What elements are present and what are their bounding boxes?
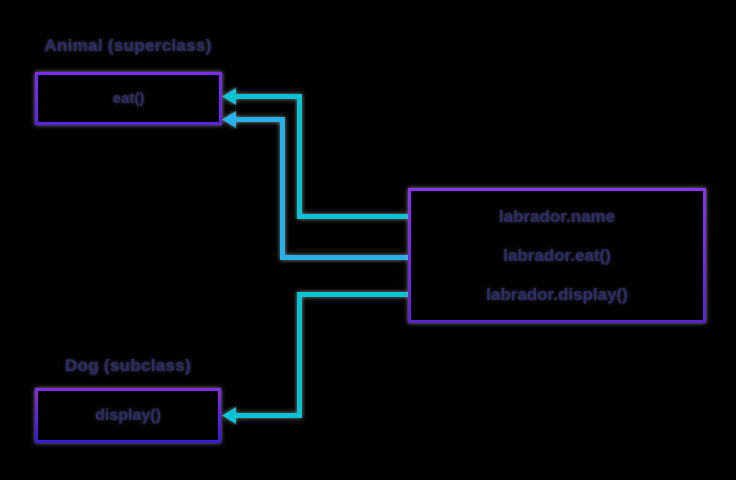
arrow-left-icon [222, 407, 236, 424]
connector-segment [297, 292, 302, 418]
subclass-label: Dog (subclass) [64, 356, 192, 375]
subclass-member: display() [95, 406, 161, 424]
connector-segment [297, 94, 302, 218]
connector-segment [280, 255, 408, 260]
connector-segment [297, 214, 408, 219]
code-line-display: labrador.display() [486, 285, 628, 304]
connector-segment [234, 413, 302, 418]
connector-segment [297, 292, 408, 297]
main-code-box: labrador.name labrador.eat() labrador.di… [408, 188, 706, 323]
superclass-label: Animal (superclass) [44, 36, 212, 55]
superclass-member: eat() [112, 90, 145, 107]
subclass-box: display() [35, 388, 221, 443]
arrow-left-icon [222, 111, 236, 128]
connector-segment [234, 117, 285, 122]
connector-segment [280, 117, 285, 260]
connector-segment [234, 94, 302, 99]
code-line-eat: labrador.eat() [503, 246, 611, 265]
arrow-left-icon [222, 88, 236, 105]
code-line-name: labrador.name [498, 207, 616, 226]
superclass-box: eat() [35, 72, 222, 125]
